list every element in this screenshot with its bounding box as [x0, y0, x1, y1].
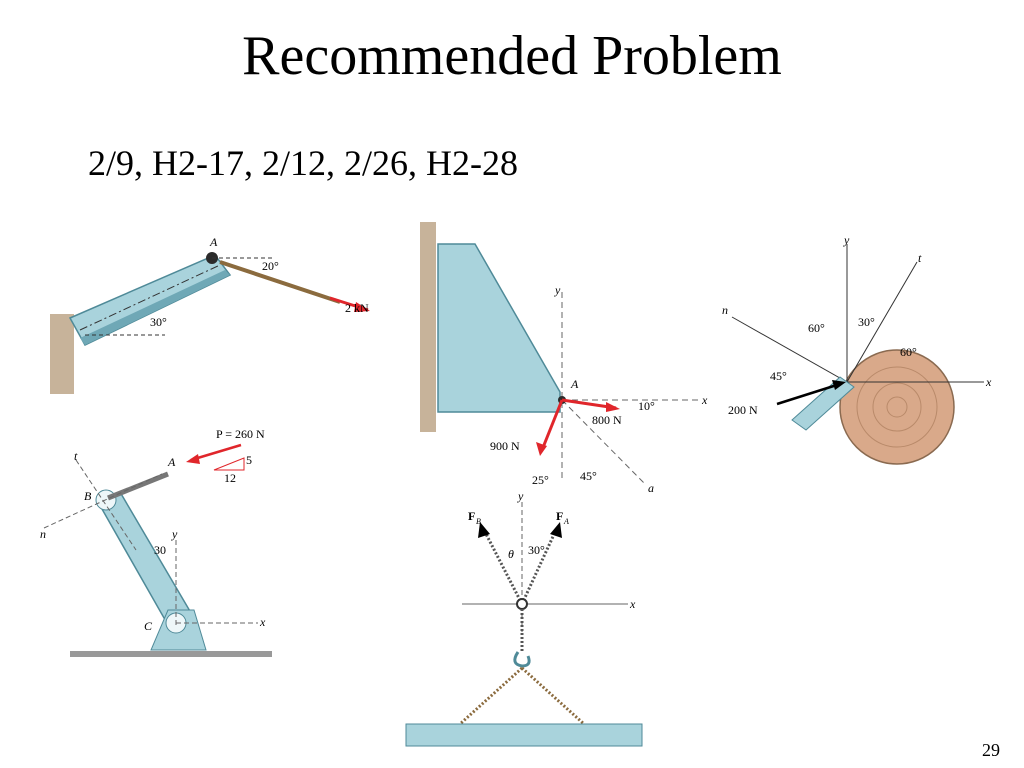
force-arrowhead — [832, 380, 846, 390]
label-A: A — [570, 377, 579, 391]
bracket-plate — [437, 243, 561, 413]
label-200N: 200 N — [728, 403, 758, 417]
label-5: 5 — [246, 453, 252, 467]
label-a: a — [648, 481, 654, 495]
strut-centerline — [79, 264, 221, 331]
rope — [219, 260, 341, 304]
log-ring-3 — [886, 396, 908, 418]
figure-chain-beam: y x F B F A θ 30° — [405, 492, 643, 747]
figure-log-force: y t n x 30° 60° 60° 45° 200 N — [722, 233, 992, 465]
label-x: x — [259, 615, 266, 629]
label-60deg-a: 60° — [808, 321, 825, 335]
label-60deg-b: 60° — [900, 345, 917, 359]
wall-support — [50, 314, 74, 394]
label-P: P = 260 N — [216, 427, 265, 441]
force-arrow — [776, 382, 841, 406]
label-45deg: 45° — [580, 469, 597, 483]
force-P — [190, 443, 242, 462]
label-force: 2 kN — [345, 301, 369, 315]
log-ring-1 — [856, 366, 938, 448]
n-axis — [731, 316, 848, 383]
label-FA-sub: A — [563, 517, 569, 526]
n-axis — [43, 473, 163, 529]
label-10deg: 10° — [638, 399, 655, 413]
strut-shade — [80, 270, 230, 345]
sling-right — [520, 666, 586, 726]
log-ring-2 — [872, 382, 922, 432]
label-30: 30 — [154, 543, 166, 557]
t-axis — [75, 459, 137, 551]
label-A: A — [209, 235, 218, 249]
arrowhead-FA — [550, 522, 562, 538]
label-n: n — [40, 527, 46, 541]
label-FA: F — [556, 509, 563, 523]
beam — [405, 723, 643, 747]
force-900-head — [536, 442, 547, 456]
label-30deg: 30° — [528, 543, 545, 557]
label-A: A — [167, 455, 176, 469]
arrowhead-FB — [478, 522, 490, 538]
label-800N: 800 N — [592, 413, 622, 427]
t-axis — [846, 261, 918, 383]
label-theta: θ — [508, 547, 514, 561]
pole — [791, 376, 855, 431]
label-30deg: 30° — [858, 315, 875, 329]
label-12: 12 — [224, 471, 236, 485]
label-y: y — [517, 492, 524, 503]
label-y: y — [843, 233, 850, 247]
chain-A — [520, 529, 558, 605]
label-angle-20: 20° — [262, 259, 279, 273]
hook-icon — [513, 651, 531, 668]
slope-triangle — [213, 457, 245, 471]
slide-title: Recommended Problem — [242, 25, 782, 87]
label-FB-sub: B — [476, 517, 481, 526]
ring — [516, 598, 528, 610]
label-x: x — [629, 597, 636, 611]
label-t: t — [918, 251, 922, 265]
force-800-head — [606, 402, 620, 412]
problem-list: 2/9, H2-17, 2/12, 2/26, H2-28 — [88, 143, 518, 183]
label-angle-30: 30° — [150, 315, 167, 329]
label-x: x — [701, 393, 708, 407]
figure-strut-cable: A 20° 2 kN 30° — [50, 235, 370, 394]
figure-link-pin: t n A B C y x P = 260 N 5 12 30 — [40, 427, 272, 657]
force-arrowhead — [354, 302, 370, 312]
sling-left — [458, 666, 524, 726]
label-900N: 900 N — [490, 439, 520, 453]
label-y: y — [554, 283, 561, 297]
page-number: 29 — [982, 740, 1000, 760]
label-25deg: 25° — [532, 473, 549, 487]
force-900 — [540, 399, 564, 451]
label-C: C — [144, 619, 153, 633]
force-P-head — [186, 454, 200, 464]
label-FB: F — [468, 509, 475, 523]
label-x: x — [985, 375, 992, 389]
wall — [420, 222, 436, 432]
label-B: B — [84, 489, 92, 503]
label-y: y — [171, 527, 178, 541]
chain-B — [482, 529, 524, 605]
label-n: n — [722, 303, 728, 317]
figure-bracket-forces: y x a A 800 N 900 N 10° 25° 45° — [420, 222, 708, 495]
label-45deg: 45° — [770, 369, 787, 383]
label-t: t — [74, 449, 78, 463]
